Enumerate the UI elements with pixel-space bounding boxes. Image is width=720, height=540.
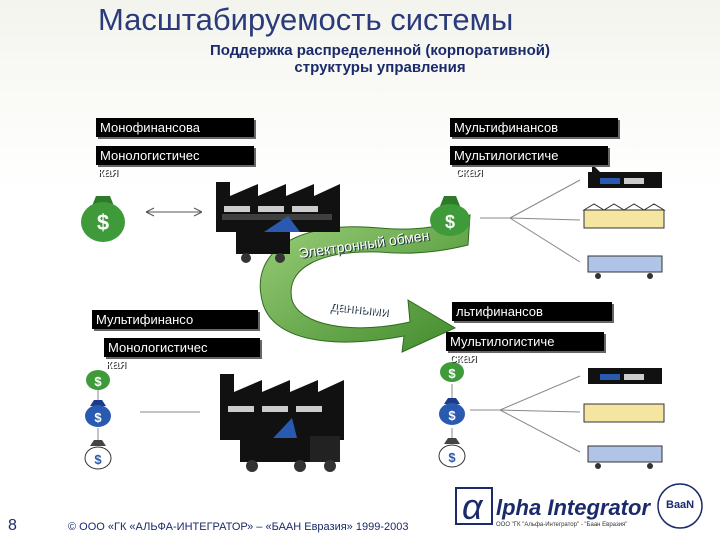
money-bag-green-bottom-right-icon: $ [440,362,464,382]
top-left-logistics-label: Монологистичес [96,146,254,165]
svg-text:$: $ [448,450,456,465]
svg-text:$: $ [448,408,456,423]
truck-top-icon [236,232,290,263]
money-bag-green-top-left-icon: $ [81,196,125,242]
svg-text:$: $ [94,374,102,389]
top-left-logistics-cont: кая [98,164,119,179]
money-bag-white-bottom-right-icon: $ [438,438,466,468]
money-bag-white-bottom-left-icon: $ [84,440,112,470]
bottom-right-logistics-label: Мультилогистиче [446,332,604,351]
factory-top-icon [216,182,340,232]
svg-text:$: $ [94,410,102,425]
baan-logo: BaaN [666,499,695,511]
bottom-right-logistics-cont: ская [450,350,477,365]
bottom-right-finance-label: льтифинансов [452,302,612,321]
money-bag-green-bottom-left-icon: $ [86,370,110,390]
small-warehouse-icon [582,203,666,229]
alpha-symbol: α [462,486,483,527]
small-truck-icon [587,255,663,279]
logo-subtext: ООО "ГК "Альфа-Интегратор" - "Баан Евраз… [496,522,628,528]
bottom-left-finance-label: Мультифинансо [92,310,258,329]
svg-text:$: $ [445,212,455,232]
small-warehouse-icon [583,403,665,423]
small-factory-icon [588,368,662,384]
subtitle-line-2: структуры управления [294,59,466,76]
money-bag-blue-bottom-right-icon: $ [439,398,465,425]
copyright-text: © ООО «ГК «АЛЬФА-ИНТЕГРАТОР» – «БААН Евр… [68,521,409,533]
page-subtitle: Поддержка распределенной (корпоративной)… [150,42,610,76]
top-right-finance-label: Мультифинансов [450,118,618,137]
bottom-left-logistics-cont: кая [106,356,127,371]
small-factory-icon [588,164,662,188]
fan-lines-top [480,179,581,263]
top-right-logistics-label: Мультилогистиче [450,146,608,165]
svg-text:$: $ [97,210,109,235]
logo-text: lpha Integrator [496,495,651,520]
top-right-logistics-cont: ская [456,164,483,179]
bag-stack-lines [97,384,453,440]
small-truck-icon [587,445,663,469]
subtitle-line-1: Поддержка распределенной (корпоративной) [210,42,550,59]
money-bag-green-top-right-icon: $ [430,196,470,236]
truck-bottom-icon [240,436,340,472]
svg-text:$: $ [94,452,102,467]
money-bag-blue-bottom-left-icon: $ [85,400,111,427]
alpha-logo-icon [455,487,493,525]
svg-text:$: $ [448,366,456,381]
exchange-arrow [259,214,471,353]
page-title: Масштабируемость системы [98,2,514,37]
baan-seal-icon [657,483,703,529]
page-number: 8 [8,517,17,534]
bottom-left-logistics-label: Монологистичес [104,338,260,357]
top-left-finance-label: Монофинансова [96,118,254,137]
fan-lines-bottom [470,375,581,453]
